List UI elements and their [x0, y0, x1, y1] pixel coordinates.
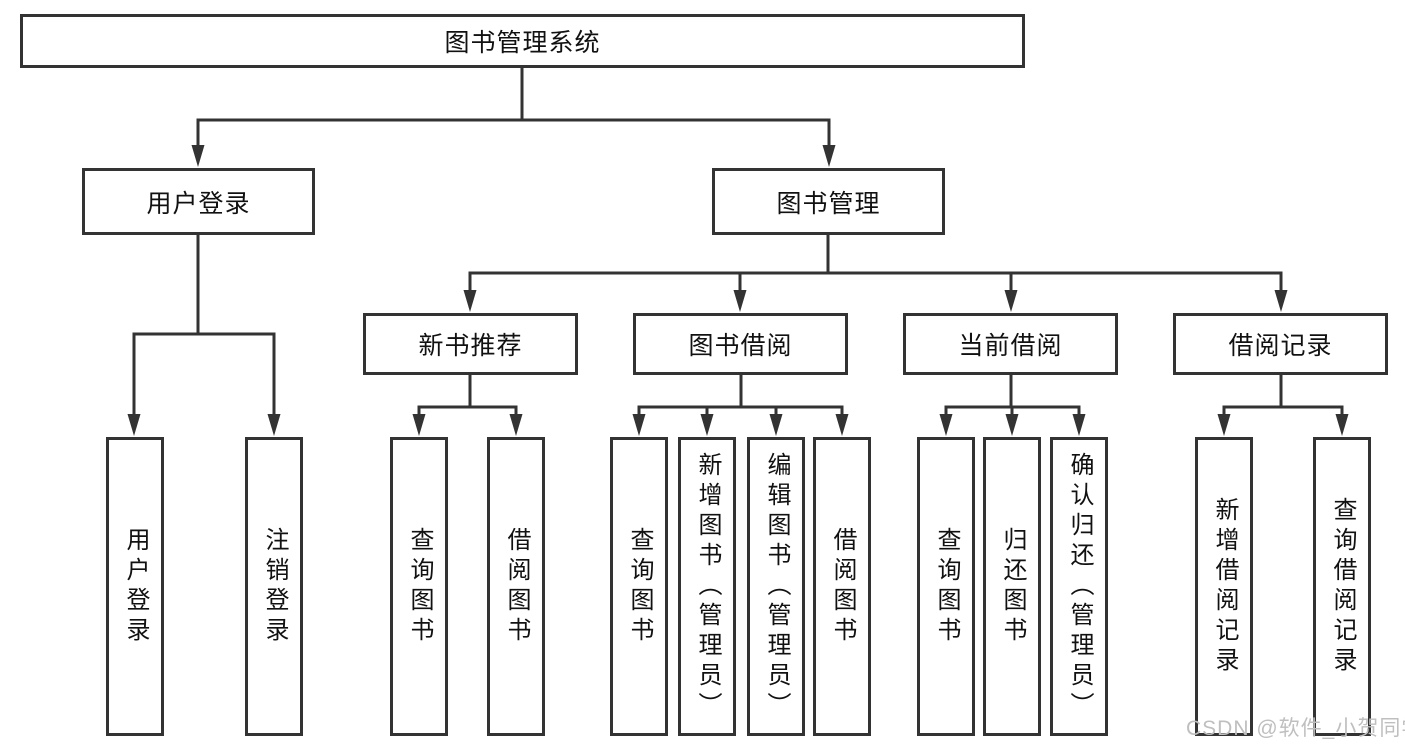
node-borrow-record: 借阅记录 — [1173, 313, 1388, 375]
arrowhead — [127, 414, 141, 436]
node-leaf-user-login: 用户登录 — [106, 437, 164, 736]
node-leaf-confirm-return-admin: 确认归还（管理员） — [1050, 437, 1108, 736]
arrowhead — [509, 414, 523, 436]
node-leaf-return-book: 归还图书 — [983, 437, 1041, 736]
connector-userlogin-to-children — [132, 235, 276, 421]
node-leaf-borrow-book-1: 借阅图书 — [487, 437, 545, 736]
arrowhead — [835, 414, 849, 436]
connector-record-to-children — [1222, 375, 1344, 421]
arrowhead — [267, 414, 281, 436]
node-leaf-add-book-admin: 新增图书（管理员） — [678, 437, 736, 736]
node-leaf-query-book-2: 查询图书 — [610, 437, 668, 736]
csdn-watermark: CSDN @软件_小贺同学 — [1186, 717, 1405, 740]
arrowhead — [1335, 414, 1349, 436]
arrowhead — [1004, 290, 1018, 312]
connector-borrow-to-children — [637, 375, 844, 421]
arrowhead — [1217, 414, 1231, 436]
node-library-management-system: 图书管理系统 — [20, 14, 1025, 68]
arrowhead — [1072, 414, 1086, 436]
arrowhead — [463, 290, 477, 312]
arrowhead — [769, 414, 783, 436]
node-leaf-query-book-3: 查询图书 — [917, 437, 975, 736]
arrowhead — [1274, 290, 1288, 312]
connector-root-to-level2 — [196, 68, 831, 150]
arrowhead — [700, 414, 714, 436]
node-user-login: 用户登录 — [82, 168, 315, 235]
arrowheads — [127, 145, 1349, 436]
node-leaf-borrow-book-2: 借阅图书 — [813, 437, 871, 736]
node-leaf-logout: 注销登录 — [245, 437, 303, 736]
node-current-borrow: 当前借阅 — [903, 313, 1118, 375]
connector-bookmgmt-to-level3 — [468, 235, 1283, 297]
node-leaf-query-book-1: 查询图书 — [390, 437, 448, 736]
node-leaf-query-borrow-record: 查询借阅记录 — [1313, 437, 1371, 736]
arrowhead — [412, 414, 426, 436]
arrowhead — [939, 414, 953, 436]
node-book-borrow: 图书借阅 — [633, 313, 848, 375]
node-leaf-add-borrow-record: 新增借阅记录 — [1195, 437, 1253, 736]
arrowhead — [733, 290, 747, 312]
arrowhead — [822, 145, 836, 167]
arrowhead — [191, 145, 205, 167]
node-book-management: 图书管理 — [712, 168, 945, 235]
node-leaf-edit-book-admin: 编辑图书（管理员） — [747, 437, 805, 736]
connector-newbook-to-children — [417, 375, 518, 421]
node-new-book-recommend: 新书推荐 — [363, 313, 578, 375]
arrowhead — [632, 414, 646, 436]
arrowhead — [1005, 414, 1019, 436]
